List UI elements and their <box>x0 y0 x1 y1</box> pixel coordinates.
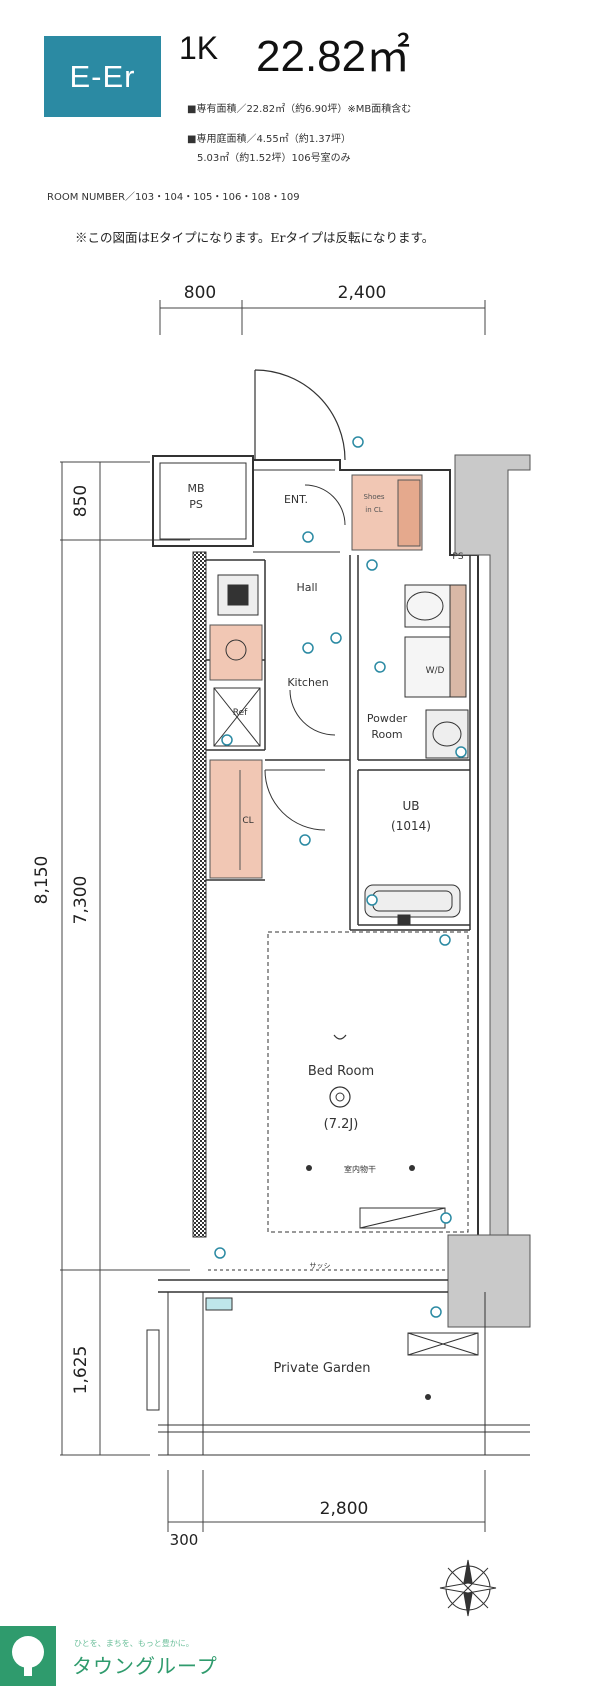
label-cl: CL <box>242 816 253 826</box>
spec-line-garden-area: ■専用庭面積／4.55㎡（約1.37坪） <box>187 134 351 145</box>
bottom-dimension-lines <box>167 1470 486 1532</box>
bedroom-sensor-icon <box>333 1034 347 1040</box>
label-powder-room-1: Powder <box>367 712 408 725</box>
reverse-layout-note: ※この図面はEタイプになります。Erタイプは反転になります。 <box>75 230 435 245</box>
label-mb: MB <box>187 482 204 495</box>
bedroom-drying-unit-slash <box>359 1207 446 1229</box>
label-shoes: Shoes <box>363 493 384 501</box>
plan-area: 22.82㎡ <box>256 32 411 81</box>
interior-walls <box>206 555 471 931</box>
plan-layout-type: 1K <box>179 30 219 66</box>
closet-cl <box>209 759 263 879</box>
entry-door <box>254 369 346 461</box>
private-garden-outline <box>146 1292 530 1456</box>
sanitary-fixtures <box>364 584 469 926</box>
label-hall: Hall <box>296 581 317 594</box>
electrical-outlets <box>214 436 467 1318</box>
label-indoor-drying: 室内物干 <box>344 1164 376 1174</box>
brand-tagline: ひとを、まちを、もっと豊かに。 <box>74 1639 194 1648</box>
top-dimension-lines <box>159 300 486 335</box>
dim-left-lower: 1,625 <box>71 1346 91 1395</box>
drying-hook-icon-right <box>409 1165 415 1171</box>
label-ps-right: PS <box>452 552 463 562</box>
left-dimension-lines <box>60 461 190 1456</box>
sash-window <box>158 1269 448 1293</box>
label-sash: サッシ <box>310 1262 331 1270</box>
label-ub-1: UB <box>402 799 419 813</box>
dim-bottom-main: 2,800 <box>320 1499 369 1519</box>
label-ref: Ref <box>233 708 248 718</box>
label-bedroom-1: Bed Room <box>308 1064 374 1079</box>
label-ub-2: (1014) <box>391 819 431 833</box>
plan-type-badge: E-Er <box>44 36 161 117</box>
drying-hook-icon-left <box>306 1165 312 1171</box>
dim-left-middle: 7,300 <box>71 876 91 925</box>
garden-tap-icon <box>425 1394 431 1400</box>
label-kitchen: Kitchen <box>287 676 328 689</box>
dim-bottom-small: 300 <box>170 1531 199 1549</box>
kitchen-cabinet <box>209 624 263 681</box>
room-number-list: ROOM NUMBER／103・104・105・106・108・109 <box>47 192 300 203</box>
label-wd: W/D <box>426 666 445 676</box>
dim-top-right: 2,400 <box>338 283 387 303</box>
left-hatched-wall <box>192 551 207 1238</box>
label-ent: ENT. <box>284 493 308 506</box>
structural-columns <box>447 454 531 1328</box>
bedroom-outline <box>267 931 469 1233</box>
shoes-closet-shelf <box>397 479 421 547</box>
dim-left-total: 8,150 <box>32 856 52 905</box>
brand-logo-icon <box>0 1626 56 1686</box>
compass-icon <box>439 1559 497 1617</box>
label-in-cl: in CL <box>365 506 382 514</box>
brand-name: タウングループ <box>72 1654 218 1678</box>
kitchen-fixtures <box>213 574 261 747</box>
label-bedroom-2: (7.2J) <box>324 1117 359 1132</box>
label-powder-room-2: Room <box>371 728 402 741</box>
dim-top-left: 800 <box>184 283 216 303</box>
bedroom-ceiling-light-inner <box>335 1092 345 1102</box>
label-ps-left: PS <box>189 498 203 511</box>
plan-type-badge-text: E-Er <box>69 58 136 94</box>
interior-doors <box>264 484 346 831</box>
label-private-garden: Private Garden <box>273 1361 370 1376</box>
dim-left-upper: 850 <box>71 485 91 517</box>
spec-line-garden-area-106: 5.03㎡（約1.52坪）106号室のみ <box>197 153 351 164</box>
spec-line-exclusive-area: ■専有面積／22.82㎡（約6.90坪）※MB面積含む <box>187 104 412 115</box>
bedroom-ceiling-light-icon <box>329 1086 351 1108</box>
